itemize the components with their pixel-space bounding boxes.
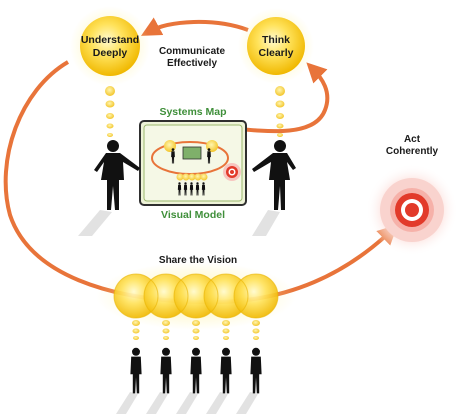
person-silhouette-icon (250, 347, 262, 394)
person-silhouette-icon (130, 347, 142, 394)
think-label-line1: Think (262, 34, 290, 46)
top-arrow (140, 17, 249, 36)
share-vision-label: Share the Vision (159, 255, 237, 266)
right-person (252, 140, 296, 236)
left-person (78, 140, 140, 236)
person-silhouette-icon (220, 347, 232, 394)
understand-label-line1: Understand (81, 34, 139, 46)
visual-model-board (139, 120, 247, 206)
thought-dots-left (105, 86, 115, 137)
act-label-line1: Act (404, 134, 421, 145)
understand-deeply-bubble: Understand Deeply (70, 6, 150, 86)
thought-dots-group (132, 320, 260, 340)
target-icon (366, 164, 458, 256)
act-label-line2: Coherently (386, 146, 439, 157)
person-silhouette-icon (160, 347, 172, 394)
thought-dots-right (275, 86, 285, 137)
systems-map-label: Systems Map (159, 106, 226, 118)
understand-label-line2: Deeply (93, 47, 128, 59)
think-clearly-bubble: Think Clearly (238, 8, 314, 84)
communicate-label-line1: Communicate (159, 46, 226, 57)
person-silhouette-icon (190, 347, 202, 394)
team-people (116, 347, 262, 414)
communicate-label-line2: Effectively (167, 58, 217, 69)
shared-vision-bubbles (96, 262, 296, 330)
outer-arrow-loop (3, 60, 398, 305)
visual-model-label: Visual Model (161, 209, 225, 221)
think-label-line2: Clearly (258, 47, 293, 59)
